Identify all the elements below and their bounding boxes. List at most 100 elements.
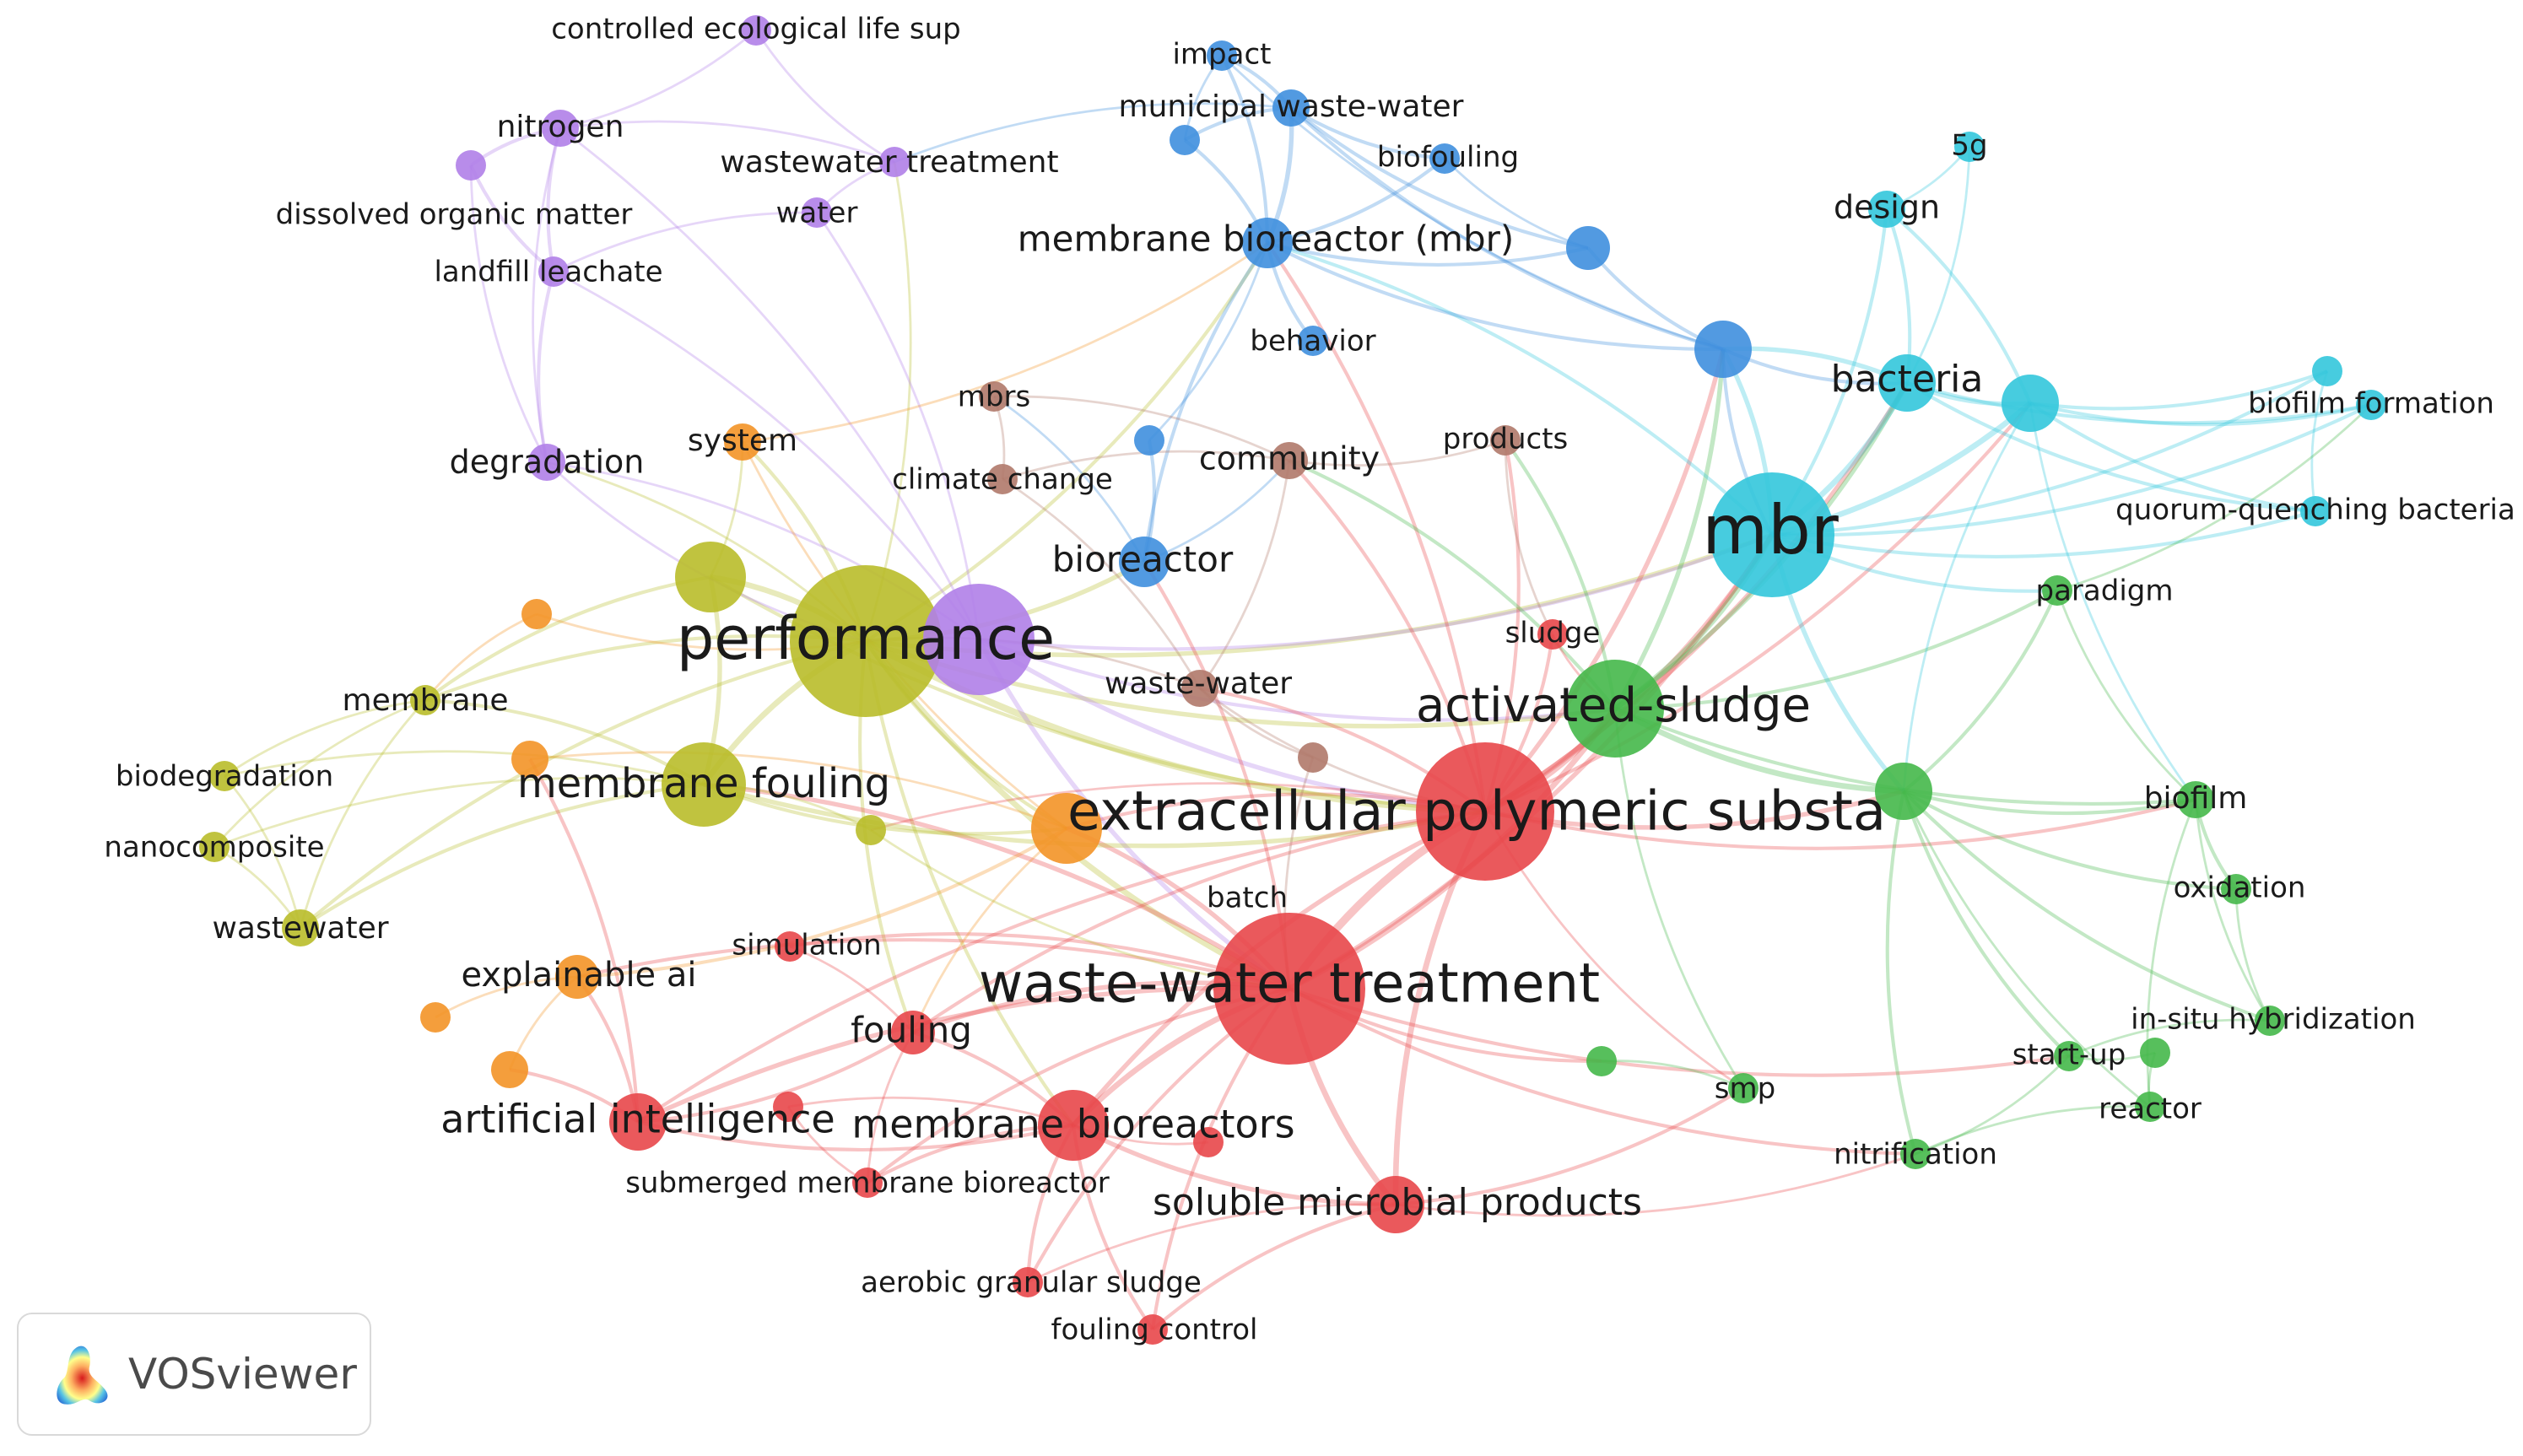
- label-degradation[interactable]: degradation: [450, 444, 645, 481]
- node-ai[interactable]: [609, 1093, 667, 1151]
- label-nitrification[interactable]: nitrification: [1834, 1138, 1997, 1172]
- node-blue_d[interactable]: [1694, 321, 1752, 378]
- node-mbr[interactable]: [1710, 472, 1834, 597]
- node-performance[interactable]: [790, 565, 942, 717]
- node-brown_a[interactable]: [1298, 742, 1328, 773]
- label-products[interactable]: products: [1443, 423, 1568, 456]
- label-membrane_fouling[interactable]: membrane fouling: [517, 760, 890, 807]
- label-smp[interactable]: smp: [1715, 1072, 1775, 1106]
- label-fouling_control[interactable]: fouling control: [1051, 1313, 1257, 1347]
- label-water[interactable]: water: [776, 197, 858, 230]
- label-submerged[interactable]: submerged membrane bioreactor: [625, 1167, 1110, 1200]
- node-smp_red[interactable]: [1367, 1176, 1424, 1233]
- node-sludge[interactable]: [1537, 619, 1568, 650]
- node-municipal[interactable]: [1272, 89, 1310, 127]
- node-controlled[interactable]: [741, 15, 771, 46]
- node-system[interactable]: [724, 423, 761, 461]
- label-wwt[interactable]: waste-water treatment: [979, 953, 1600, 1016]
- label-simulation[interactable]: simulation: [732, 929, 881, 963]
- label-batch[interactable]: batch: [1207, 882, 1288, 915]
- node-products[interactable]: [1490, 425, 1521, 456]
- node-five_g[interactable]: [1954, 132, 1985, 162]
- node-degradation[interactable]: [528, 444, 565, 481]
- node-cyan_a[interactable]: [2002, 375, 2059, 432]
- node-performance_p[interactable]: [923, 584, 1035, 695]
- label-reactor[interactable]: reactor: [2099, 1092, 2202, 1126]
- label-start_up[interactable]: start-up: [2012, 1038, 2126, 1072]
- node-bioreactor[interactable]: [1119, 537, 1170, 587]
- label-activated_sludge[interactable]: activated-sludge: [1416, 678, 1811, 733]
- label-oxidation[interactable]: oxidation: [2174, 871, 2306, 905]
- label-explainable[interactable]: explainable ai: [461, 956, 696, 995]
- node-red_b[interactable]: [1193, 1127, 1224, 1157]
- node-reactor[interactable]: [2135, 1092, 2165, 1122]
- label-aerobic[interactable]: aerobic granular sludge: [861, 1266, 1202, 1300]
- label-smp_red[interactable]: soluble microbial products: [1153, 1181, 1642, 1224]
- node-bacteria[interactable]: [1878, 354, 1936, 412]
- node-in_situ[interactable]: [2255, 1006, 2285, 1036]
- node-orange_b[interactable]: [511, 741, 548, 778]
- node-landfill[interactable]: [538, 256, 569, 287]
- label-nanocomposite[interactable]: nanocomposite: [104, 831, 324, 865]
- node-start_up[interactable]: [2054, 1041, 2084, 1071]
- node-biofilm_formation[interactable]: [2356, 390, 2386, 420]
- label-bacteria[interactable]: bacteria: [1831, 358, 1984, 401]
- node-green_b[interactable]: [2140, 1038, 2170, 1068]
- node-climate[interactable]: [987, 464, 1018, 494]
- node-nanocomposite[interactable]: [199, 832, 230, 862]
- node-submerged[interactable]: [852, 1167, 883, 1198]
- node-yellow_hub[interactable]: [675, 542, 746, 612]
- node-blue_a[interactable]: [1170, 125, 1200, 155]
- node-simulation[interactable]: [775, 931, 805, 962]
- node-design[interactable]: [1868, 191, 1905, 228]
- node-waste_water[interactable]: [1181, 670, 1218, 707]
- node-community[interactable]: [1271, 442, 1308, 479]
- node-wastewater[interactable]: [282, 909, 319, 946]
- node-aerobic[interactable]: [1013, 1267, 1043, 1297]
- label-paradigm[interactable]: paradigm: [2036, 574, 2174, 608]
- label-biofilm_formation[interactable]: biofilm formation: [2248, 387, 2494, 421]
- node-batch[interactable]: [856, 815, 886, 845]
- label-biofouling[interactable]: biofouling: [1377, 141, 1519, 175]
- node-oxidation[interactable]: [2221, 874, 2251, 904]
- node-nitrogen[interactable]: [542, 110, 579, 147]
- label-biodegradation[interactable]: biodegradation: [116, 760, 333, 794]
- label-five_g[interactable]: 5g: [1951, 129, 1987, 163]
- node-membrane[interactable]: [410, 685, 440, 715]
- label-wastewater[interactable]: wastewater: [212, 911, 388, 946]
- node-mbrs[interactable]: [979, 381, 1009, 412]
- node-membrane_fouling[interactable]: [662, 742, 746, 827]
- label-design[interactable]: design: [1834, 189, 1940, 226]
- label-system[interactable]: system: [688, 423, 797, 458]
- node-impact[interactable]: [1207, 40, 1237, 71]
- node-cyan_b[interactable]: [2312, 356, 2342, 386]
- node-blue_b[interactable]: [1134, 425, 1164, 456]
- label-mbrs_red[interactable]: membrane bioreactors: [851, 1102, 1294, 1147]
- node-wastewater_treatment[interactable]: [879, 147, 910, 177]
- node-mbrs_red[interactable]: [1038, 1090, 1109, 1161]
- label-eps[interactable]: extracellular polymeric substa: [1067, 781, 1886, 844]
- label-mbr[interactable]: mbr: [1702, 491, 1839, 569]
- label-controlled[interactable]: controlled ecological life sup: [551, 13, 961, 46]
- label-waste_water[interactable]: waste-water: [1105, 666, 1292, 701]
- label-community[interactable]: community: [1199, 440, 1380, 477]
- node-wwt[interactable]: [1213, 913, 1365, 1065]
- node-orange_hub[interactable]: [1031, 793, 1102, 864]
- node-fouling[interactable]: [891, 1011, 935, 1054]
- label-membrane[interactable]: membrane: [343, 683, 509, 718]
- node-biofilm[interactable]: [2177, 781, 2214, 818]
- node-paradigm[interactable]: [2042, 575, 2072, 606]
- node-mbr_bio[interactable]: [1242, 218, 1293, 268]
- label-ai[interactable]: artificial intelligence: [440, 1097, 835, 1142]
- node-nitrification[interactable]: [1900, 1139, 1931, 1169]
- node-orange_d[interactable]: [491, 1051, 528, 1088]
- label-fouling[interactable]: fouling: [851, 1010, 972, 1051]
- label-municipal[interactable]: municipal waste-water: [1119, 89, 1464, 124]
- label-impact[interactable]: impact: [1172, 38, 1271, 72]
- node-blue_c[interactable]: [1566, 226, 1610, 270]
- node-red_a[interactable]: [773, 1092, 803, 1122]
- node-explainable[interactable]: [555, 955, 599, 999]
- label-mbr_bio[interactable]: membrane bioreactor (mbr): [1018, 218, 1515, 260]
- label-in_situ[interactable]: in-situ hybridization: [2131, 1003, 2416, 1037]
- label-nitrogen[interactable]: nitrogen: [497, 110, 624, 144]
